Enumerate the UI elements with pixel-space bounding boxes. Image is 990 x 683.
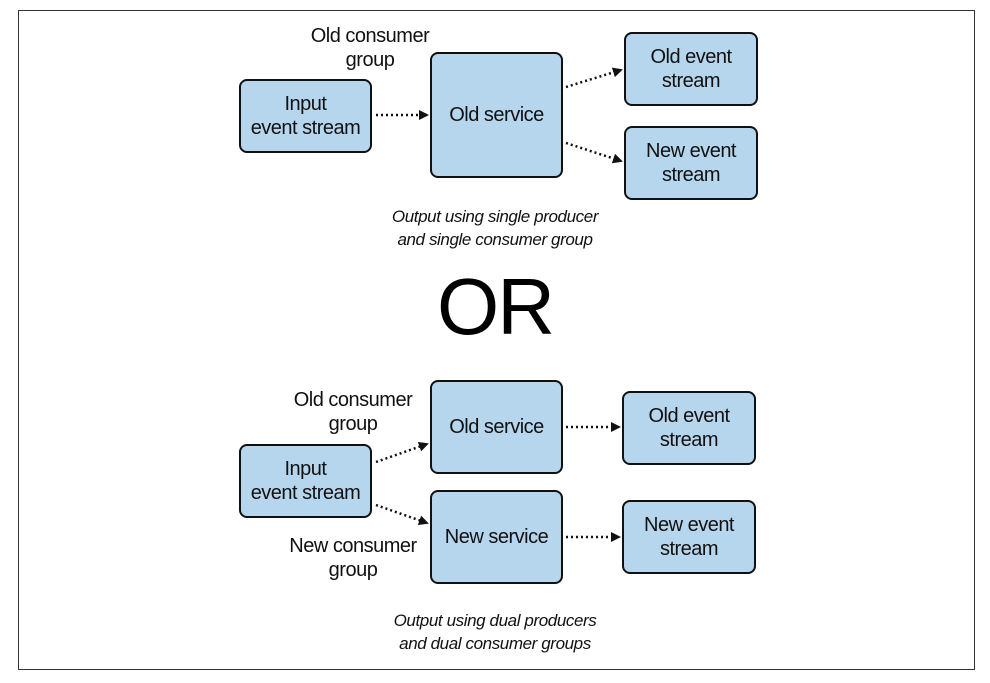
bottom-new-event-stream-box: New event stream xyxy=(622,500,756,574)
top-old-service-box: Old service xyxy=(430,52,563,178)
bottom-old-service-text: Old service xyxy=(449,416,544,438)
top-old-event-stream-box: Old event stream xyxy=(624,32,758,106)
bottom-new-service-text: New service xyxy=(444,526,549,548)
arrow-input-to-old-service-bottom xyxy=(375,441,429,464)
diagram-frame xyxy=(18,10,975,670)
bottom-old-event-stream-box: Old event stream xyxy=(622,391,756,465)
or-separator: OR xyxy=(437,262,555,351)
bottom-caption: Output using dual producers and dual con… xyxy=(393,611,597,653)
bottom-new-event-stream-text: New event stream xyxy=(644,514,735,560)
arrow-input-to-new-service-bottom xyxy=(375,503,429,526)
bottom-input-event-stream-text: Input event stream xyxy=(250,458,361,504)
arrow-old-service-to-new-stream-top xyxy=(565,141,623,164)
top-input-event-stream-text: Input event stream xyxy=(250,93,361,139)
top-old-service-text: Old service xyxy=(449,104,544,126)
bottom-input-event-stream-box: Input event stream xyxy=(239,444,372,518)
bottom-old-event-stream-text: Old event stream xyxy=(648,405,730,451)
bottom-old-service-box: Old service xyxy=(430,380,563,474)
top-new-event-stream-text: New event stream xyxy=(646,140,737,186)
top-new-event-stream-box: New event stream xyxy=(624,126,758,200)
arrow-old-service-to-old-stream-top xyxy=(565,67,623,89)
top-old-consumer-group-label: Old consumer group xyxy=(310,25,430,71)
bottom-new-consumer-group-label: New consumer group xyxy=(289,535,417,581)
top-old-event-stream-text: Old event stream xyxy=(650,46,732,92)
bottom-old-consumer-group-label: Old consumer group xyxy=(293,389,413,435)
bottom-new-service-box: New service xyxy=(430,490,563,584)
top-input-event-stream-box: Input event stream xyxy=(239,79,372,153)
top-caption: Output using single producer and single … xyxy=(391,207,599,249)
